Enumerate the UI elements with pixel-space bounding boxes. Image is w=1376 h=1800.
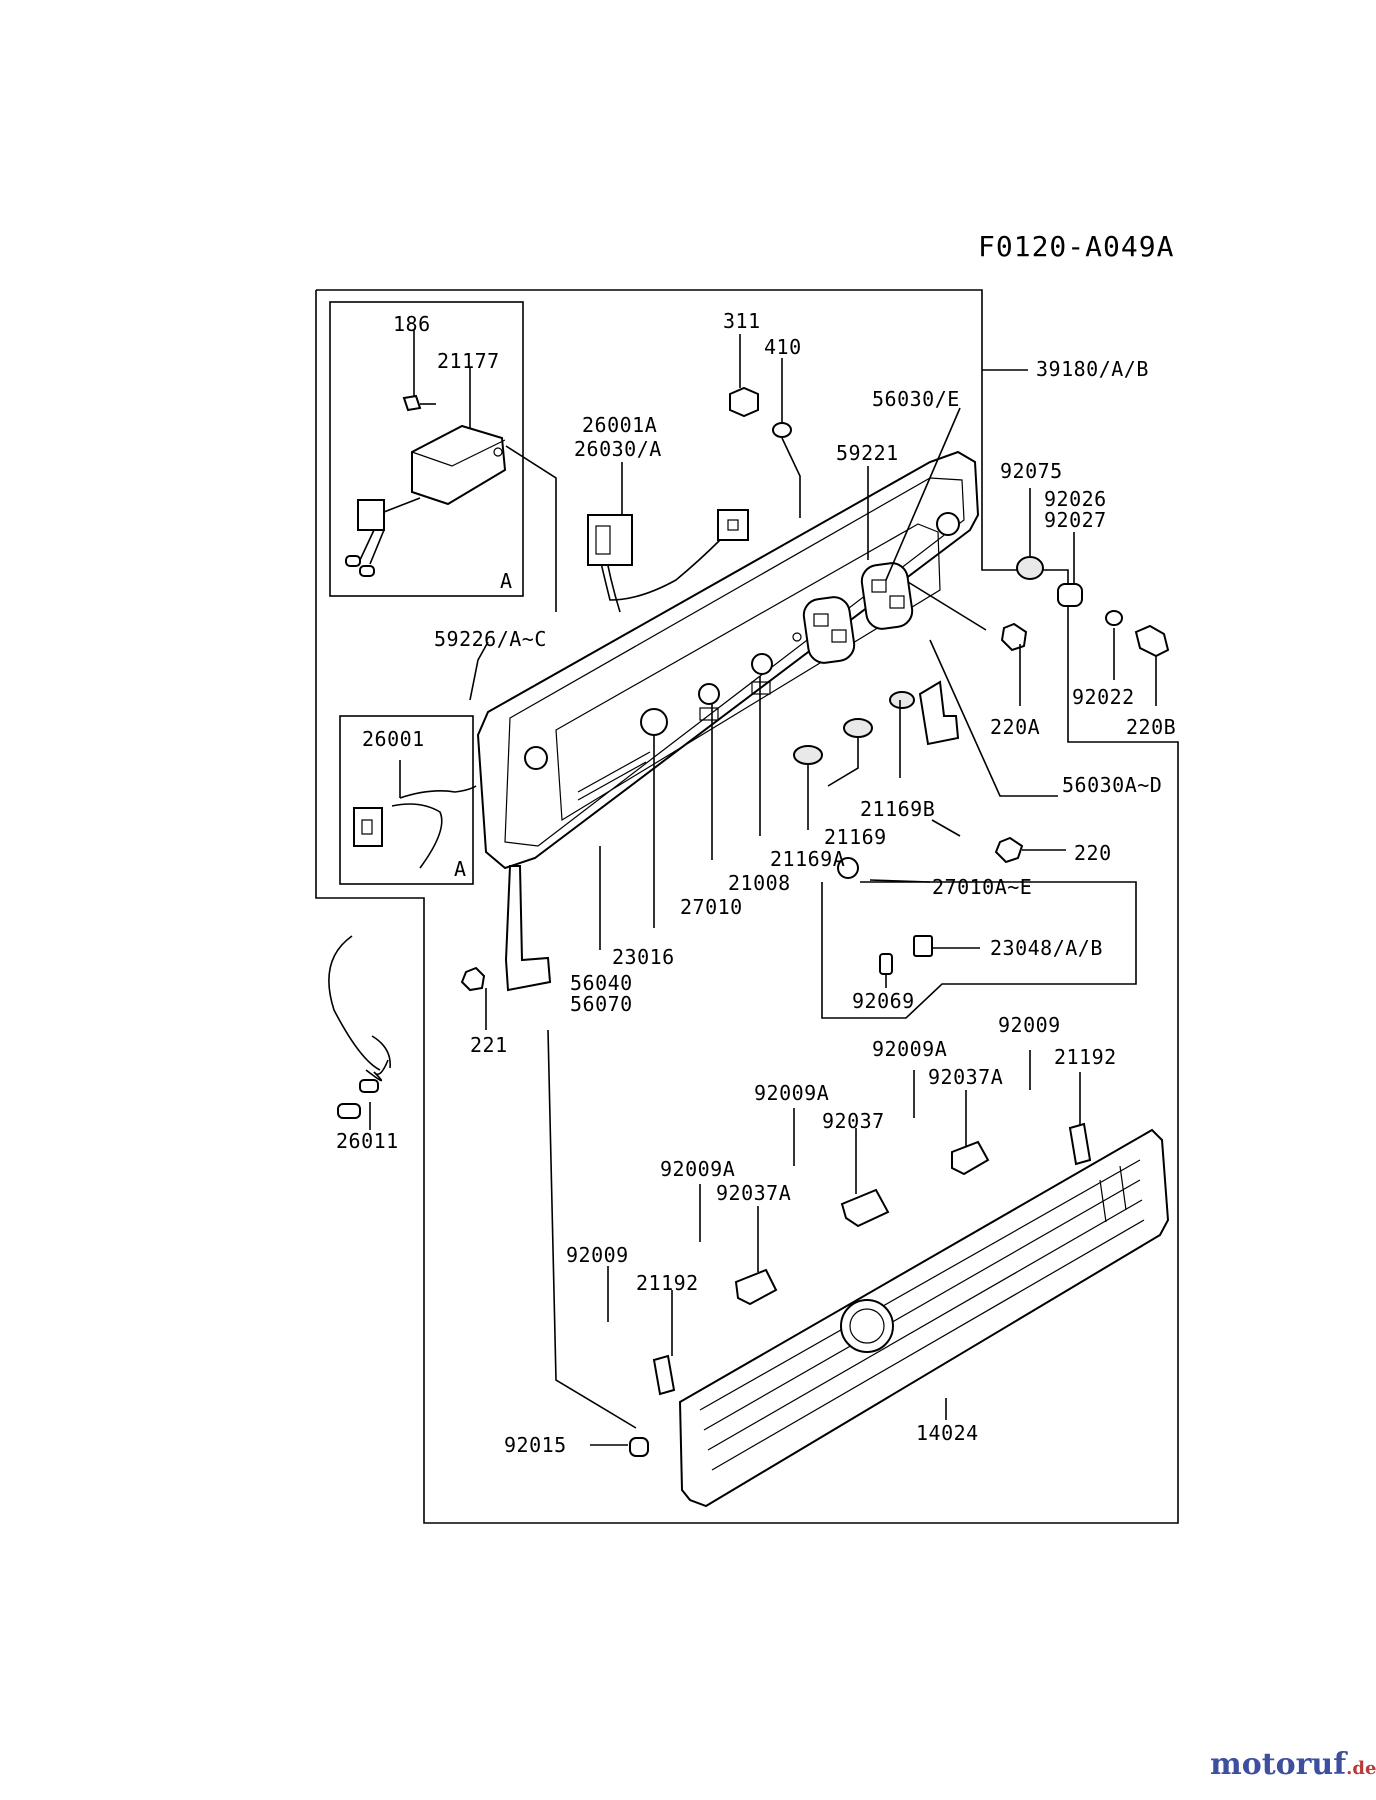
callout-92022: 92022 [1072,685,1135,709]
callout-27010: 27010 [680,895,743,919]
callout-92009-upper: 92009 [998,1013,1061,1037]
callout-92037a-1: 92037A [928,1065,1003,1089]
callout-23016: 23016 [612,945,675,969]
callout-92037: 92037 [822,1109,885,1133]
callout-14024: 14024 [916,1421,979,1445]
callout-26011: 26011 [336,1129,399,1153]
callout-27010a-e: 27010A~E [932,875,1032,899]
grille-panel-14024 [678,1128,1170,1508]
svg-text:motoruf.de: motoruf.de [1210,1747,1376,1782]
watermark-suffix: .de [1346,1758,1376,1779]
callout-21192-upper: 21192 [1054,1045,1117,1069]
callout-56030e: 56030/E [872,387,960,411]
callout-92009-lower: 92009 [566,1243,629,1267]
callout-59221: 59221 [836,441,899,465]
relay-module-21177 [345,394,507,577]
callout-labels: 186 21177 311 410 39180/A/B 56030/E 2600… [336,309,1176,1457]
callout-56040: 56040 [570,971,633,995]
connector-26001a [587,509,749,566]
watermark-brand: motoruf [1210,1747,1348,1782]
control-panel-59226 [476,450,980,992]
callout-21169: 21169 [824,825,887,849]
callout-220b: 220B [1126,715,1176,739]
callout-21008: 21008 [728,871,791,895]
callout-92037a-2: 92037A [716,1181,791,1205]
callout-92015: 92015 [504,1433,567,1457]
callout-92009a-2: 92009A [754,1081,829,1105]
callout-186: 186 [393,312,431,336]
connector-26001 [353,807,383,847]
callout-56030a-d: 56030A~D [1062,773,1162,797]
callout-26030a: 26030/A [574,437,662,461]
callout-21169b: 21169B [860,797,935,821]
callout-221: 221 [470,1033,508,1057]
callout-92026: 92026 [1044,487,1107,511]
callout-23048: 23048/A/B [990,936,1103,960]
callout-311: 311 [723,309,761,333]
frame-lines [315,289,1179,1524]
leader-lines [369,330,1157,1446]
detail-box-a-top [329,301,524,597]
callout-39180: 39180/A/B [1036,357,1149,381]
clamps [652,1122,1092,1396]
detail-marker-a-top: A [500,569,513,593]
callout-21192-lower: 21192 [636,1271,699,1295]
detail-marker-a-left: A [454,857,467,881]
callout-220a: 220A [990,715,1040,739]
callout-92009a-3: 92009A [660,1157,735,1181]
callout-92027: 92027 [1044,508,1107,532]
callout-220: 220 [1074,841,1112,865]
callout-92075: 92075 [1000,459,1063,483]
callout-26001: 26001 [362,727,425,751]
callout-410: 410 [764,335,802,359]
callout-59226: 59226/A~C [434,627,547,651]
detail-box-switch [821,881,1137,1019]
watermark: motoruf.de [1210,1747,1376,1782]
callout-21177: 21177 [437,349,500,373]
callout-92009a-1: 92009A [872,1037,947,1061]
callout-26001a: 26001A [582,413,657,437]
callout-21169a: 21169A [770,847,845,871]
callout-56070: 56070 [570,992,633,1016]
diagram-code: F0120-A049A [978,230,1174,263]
callout-92069: 92069 [852,989,915,1013]
detail-box-a-left [339,715,474,885]
